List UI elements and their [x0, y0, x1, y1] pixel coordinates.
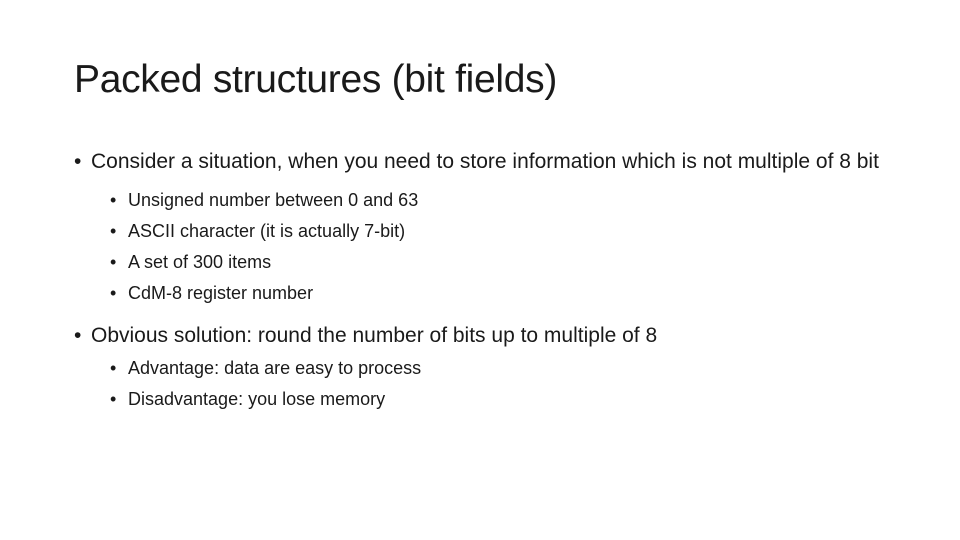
slide-content: • Consider a situation, when you need to… [74, 148, 904, 415]
subbullet-disadvantage: • Disadvantage: you lose memory [74, 384, 904, 415]
bullet-dot: • [74, 150, 82, 173]
bullet-dot: • [110, 358, 117, 378]
bullet-consider-situation: • Consider a situation, when you need to… [74, 148, 904, 176]
bullet-dot: • [110, 190, 117, 210]
subbullet-advantage: • Advantage: data are easy to process [74, 353, 904, 384]
bullet-dot: • [110, 252, 117, 272]
bullet-dot: • [110, 283, 117, 303]
subbullet-unsigned-number: • Unsigned number between 0 and 63 [74, 185, 904, 216]
subbullet-text: Unsigned number between 0 and 63 [128, 190, 419, 210]
bullet-dot: • [110, 389, 117, 409]
subbullet-text: Disadvantage: you lose memory [128, 389, 386, 409]
subbullet-text: A set of 300 items [128, 252, 272, 272]
bullet-text: Obvious solution: round the number of bi… [91, 324, 658, 347]
bullet-dot: • [74, 324, 82, 347]
bullet-text: Consider a situation, when you need to s… [91, 150, 879, 173]
slide-title: Packed structures (bit fields) [74, 58, 558, 101]
subbullet-text: CdM-8 register number [128, 283, 314, 303]
subbullet-set-of-items: • A set of 300 items [74, 247, 904, 278]
subbullet-text: Advantage: data are easy to process [128, 358, 422, 378]
subbullet-text: ASCII character (it is actually 7-bit) [128, 221, 406, 241]
subbullet-register-number: • CdM-8 register number [74, 278, 904, 309]
sublist-examples: • Unsigned number between 0 and 63 • ASC… [74, 185, 904, 309]
bullet-dot: • [110, 221, 117, 241]
subbullet-ascii-character: • ASCII character (it is actually 7-bit) [74, 216, 904, 247]
sublist-tradeoffs: • Advantage: data are easy to process • … [74, 353, 904, 415]
bullet-obvious-solution: • Obvious solution: round the number of … [74, 322, 904, 350]
